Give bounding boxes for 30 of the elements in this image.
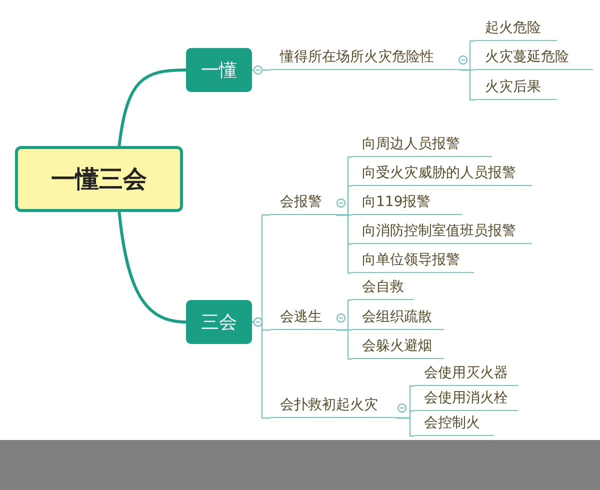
subtopic-label: 会逃生: [270, 303, 336, 330]
subtopic-label: 起火危险: [475, 16, 557, 41]
subtopic-label: 向受火灾威胁的人员报警: [352, 159, 532, 186]
subtopic-label: 火灾蔓延危险: [475, 45, 593, 70]
connector-line: [118, 212, 186, 324]
connector-line: [396, 417, 414, 437]
subtopic-label: 向周边人员报警: [352, 130, 492, 157]
connector-line: [252, 317, 270, 419]
subtopic-label: 向119报警: [352, 188, 462, 215]
subtopic-label: 向消防控制室值班员报警: [352, 217, 532, 244]
subtopic-label: 懂得所在场所火灾危险性: [270, 45, 460, 70]
subtopic-label: 会使用消火栓: [414, 387, 518, 411]
connector-line: [336, 214, 352, 274]
central-topic-box: 一懂三会: [15, 146, 183, 212]
subtopic-label: 会使用灭火器: [414, 362, 518, 386]
connector-line: [118, 68, 186, 146]
connector-line: [252, 65, 270, 75]
subtopic-label: 会组织疏散: [352, 303, 444, 330]
subtopic-label: 会报警: [270, 188, 336, 215]
connector-line: [336, 329, 352, 360]
subtopic-label: 会自救: [352, 273, 414, 300]
subtopic-label: 会控制火: [414, 412, 494, 436]
main-topic-box: 三会: [186, 300, 252, 344]
overlay-band: [0, 440, 600, 490]
connector-line: [460, 69, 475, 101]
subtopic-label: 会躲火避烟: [352, 332, 444, 359]
main-topic-box: 一懂: [186, 48, 252, 92]
subtopic-label: 会扑救初起火灾: [270, 391, 396, 418]
subtopic-label: 向单位领导报警: [352, 246, 474, 273]
subtopic-label: 火灾后果: [475, 75, 557, 100]
